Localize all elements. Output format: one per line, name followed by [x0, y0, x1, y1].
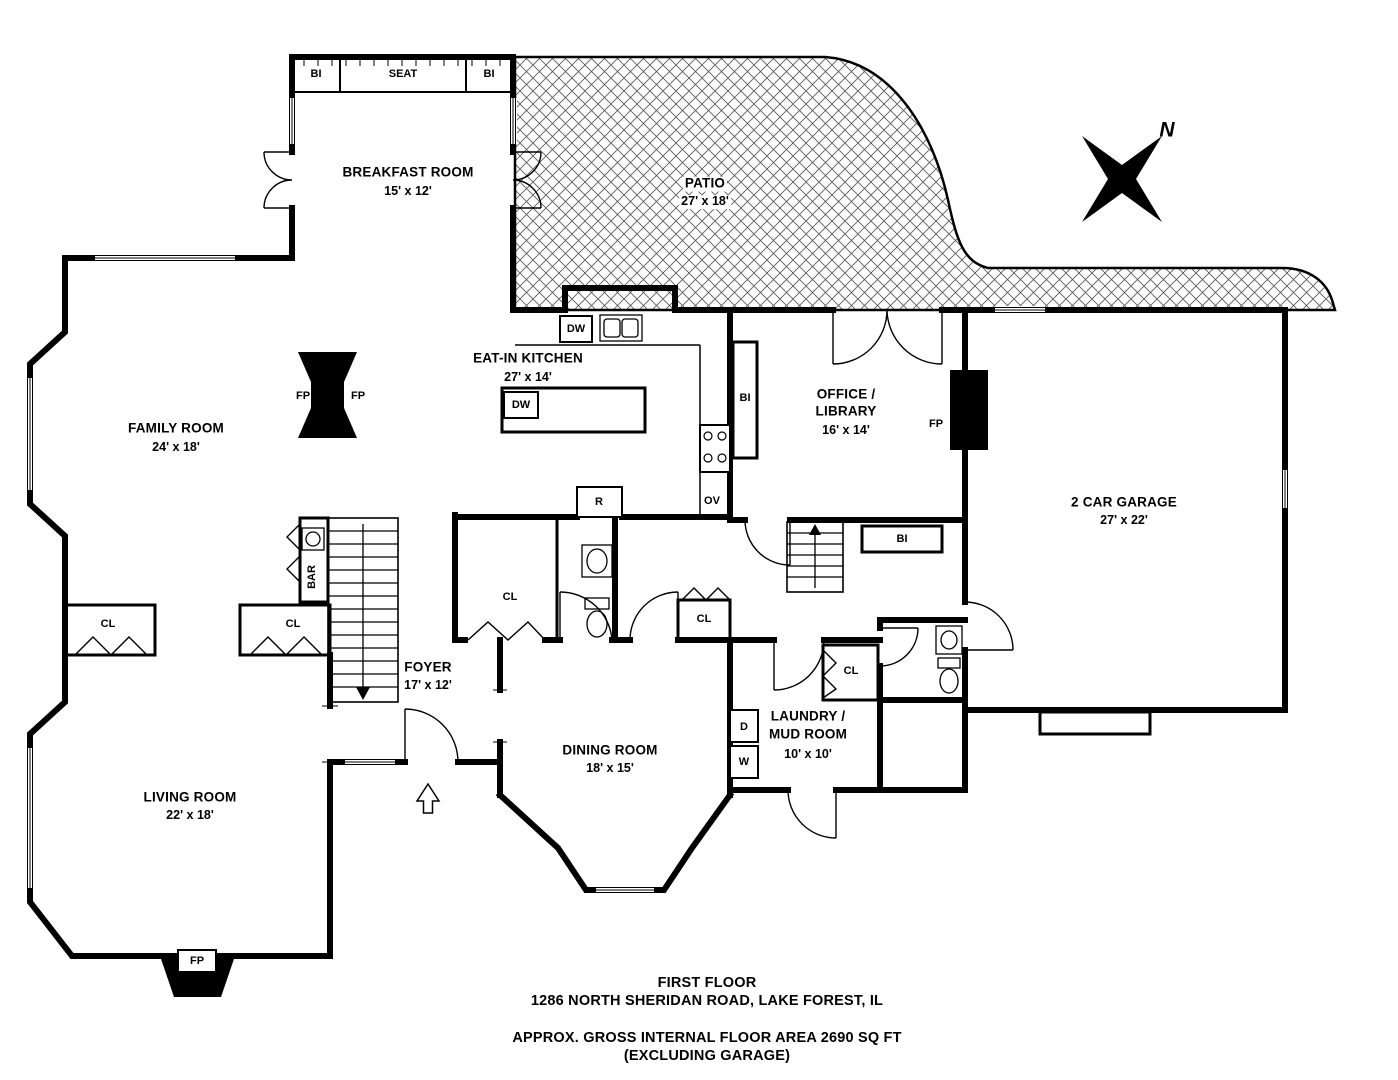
bath-toilet-tank [937, 657, 961, 669]
room-dims-living: 22' x 18' [164, 808, 216, 823]
closet-box-2 [238, 603, 332, 657]
fixture-label-seat: SEAT [387, 67, 419, 81]
breakfast-left-french-doors [263, 151, 293, 209]
powder-toilet [586, 610, 608, 638]
room-label-living: LIVING ROOM [141, 789, 239, 806]
fixture-label-closet-1: CL [99, 617, 117, 631]
windows [26, 98, 1289, 894]
fixture-label-closet-dining: CL [695, 612, 713, 626]
hall-door [744, 519, 791, 566]
title-area: APPROX. GROSS INTERNAL FLOOR AREA 2690 S… [510, 1030, 904, 1047]
opening-jambs [322, 689, 507, 763]
garage-door [964, 601, 1014, 651]
fixture-label-built-in-hall: BI [895, 532, 909, 546]
room-label-family: FAMILY ROOM [126, 420, 226, 437]
range-box [699, 424, 731, 473]
fixture-label-built-in-seat-left: BI [309, 67, 323, 81]
fixture-label-oven: OV [703, 494, 721, 508]
bifold-closet-powder [467, 621, 546, 641]
garage-step [1038, 710, 1152, 736]
fixture-label-fireplace-family-right: FP [349, 389, 367, 403]
interior-partitions [63, 340, 1152, 736]
office-fireplace [950, 370, 988, 450]
fixture-label-fireplace-family-left: FP [294, 389, 312, 403]
compass-north-label: N [1159, 118, 1175, 142]
room-dims-dining: 18' x 15' [584, 761, 636, 776]
powder-door [559, 591, 613, 641]
range-burners [515, 344, 727, 517]
room-dims-kitchen: 27' x 14' [502, 370, 554, 385]
fixture-label-washer: W [737, 755, 751, 769]
fixture-label-fireplace-living: FP [188, 954, 206, 968]
fixture-label-dryer: D [739, 720, 749, 734]
basement-stairs [786, 521, 844, 593]
room-label-laundry-line1: LAUNDRY / [768, 708, 848, 725]
fixture-label-fireplace-office: FP [927, 417, 945, 431]
room-label-office-line1: OFFICE / [814, 386, 878, 403]
room-label-foyer: FOYER [402, 659, 454, 676]
room-label-dining: DINING ROOM [560, 742, 660, 759]
dining-door [629, 591, 679, 641]
patio-area [513, 55, 1337, 312]
title-area-note: (EXCLUDING GARAGE) [621, 1048, 793, 1065]
bifold-closet-1 [74, 636, 148, 656]
fixture-label-closet-2: CL [284, 617, 302, 631]
fixture-label-closet-laundry: CL [842, 664, 860, 678]
appliance-boxes [503, 315, 759, 779]
dryer-box [729, 709, 759, 743]
plumbing-fixtures [301, 314, 963, 694]
room-dims-office: 16' x 14' [820, 423, 872, 438]
room-dims-breakfast: 15' x 12' [382, 184, 434, 199]
bifold-closet-dining [681, 587, 731, 601]
room-label-kitchen: EAT-IN KITCHEN [471, 350, 585, 367]
built-in-hall [860, 524, 944, 554]
room-dims-laundry: 10' x 10' [782, 747, 834, 762]
closet-box-laundry [821, 643, 880, 702]
room-dims-garage: 27' x 22' [1098, 513, 1150, 528]
office-french-doors [832, 309, 943, 365]
breakfast-right-french-doors [512, 151, 542, 209]
kitchen-counter-line [515, 344, 701, 517]
powder-toilet-tank [584, 597, 610, 610]
bath-toilet [939, 668, 959, 694]
room-label-laundry-line2: MUD ROOM [766, 726, 850, 743]
room-dims-patio: 27' x 18' [679, 194, 731, 209]
room-label-patio: PATIO [682, 175, 728, 192]
closet-box-1 [63, 603, 157, 657]
title-address: 1286 NORTH SHERIDAN ROAD, LAKE FOREST, I… [528, 993, 886, 1010]
fixture-label-built-in-seat-right: BI [482, 67, 496, 81]
fixture-label-dishwasher-2: DW [510, 398, 532, 412]
room-label-office-line2: LIBRARY [813, 403, 879, 420]
fixture-label-built-in-office: BI [738, 391, 752, 405]
built-in-office [731, 340, 759, 460]
compass-icon [1082, 136, 1162, 222]
room-dims-foyer: 17' x 12' [402, 678, 454, 693]
entry-door [404, 708, 459, 763]
kitchen-island [500, 386, 647, 434]
bifold-closet-laundry [822, 649, 838, 699]
doors [74, 151, 1014, 839]
foyer-stairs [327, 517, 399, 703]
family-fireplace [298, 352, 357, 438]
room-dims-family: 24' x 18' [150, 440, 202, 455]
bath-door [879, 627, 919, 667]
fixture-label-dishwasher-1: DW [565, 322, 587, 336]
back-door [787, 789, 837, 839]
room-label-garage: 2 CAR GARAGE [1069, 494, 1179, 511]
entry-arrow [415, 782, 441, 814]
window-seat-band [291, 56, 514, 93]
fixture-label-bar: BAR [305, 564, 319, 590]
title-floor: FIRST FLOOR [655, 975, 759, 992]
fixture-label-refrigerator: R [594, 495, 604, 509]
fixture-label-closet-powder: CL [501, 590, 519, 604]
room-label-breakfast: BREAKFAST ROOM [340, 164, 476, 181]
laundry-door [773, 639, 825, 691]
bifold-closet-2 [249, 636, 323, 656]
bifold-bar [286, 523, 301, 583]
